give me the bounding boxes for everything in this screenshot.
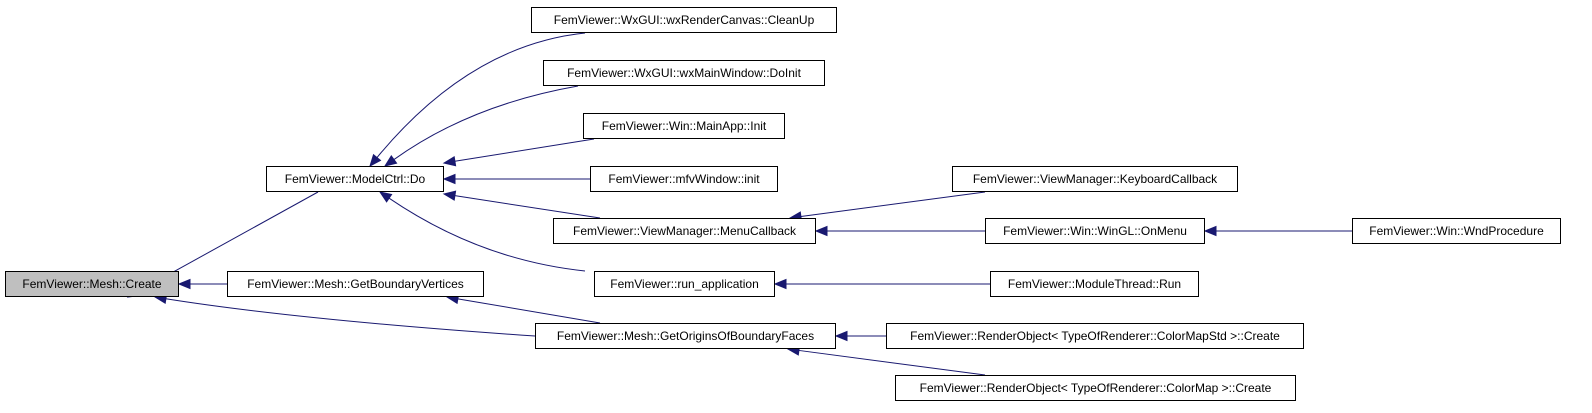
edge-main-app-init-to-model-ctrl-do <box>442 138 595 167</box>
arrow-head-icon <box>773 278 787 290</box>
node-main-window-doinit[interactable]: FemViewer::WxGUI::wxMainWindow::DoInit <box>543 60 825 86</box>
node-get-origins-of-boundary-faces[interactable]: FemViewer::Mesh::GetOriginsOfBoundaryFac… <box>535 323 836 349</box>
edge-line <box>800 191 986 218</box>
edge-wingl-onmenu-to-menu-callback <box>814 225 985 237</box>
node-render-object-colormapstd-create[interactable]: FemViewer::RenderObject< TypeOfRenderer:… <box>886 323 1304 349</box>
node-keyboard-callback[interactable]: FemViewer::ViewManager::KeyboardCallback <box>952 166 1238 192</box>
node-model-ctrl-do[interactable]: FemViewer::ModelCtrl::Do <box>266 166 444 192</box>
arrow-head-icon <box>442 190 457 201</box>
arrow-head-icon <box>378 191 393 203</box>
arrow-head-icon <box>814 225 828 237</box>
edge-module-thread-run-to-run-application <box>773 278 990 290</box>
arrow-head-icon <box>369 153 382 168</box>
node-run-application[interactable]: FemViewer::run_application <box>594 271 775 297</box>
node-wnd-procedure[interactable]: FemViewer::Win::WndProcedure <box>1352 218 1561 244</box>
edge-line <box>454 195 601 219</box>
edge-mfv-window-init-to-model-ctrl-do <box>442 173 590 185</box>
arrow-head-icon <box>177 278 191 290</box>
arrow-head-icon <box>834 330 848 342</box>
edge-render-canvas-cleanup-to-model-ctrl-do <box>369 32 586 168</box>
node-get-boundary-vertices[interactable]: FemViewer::Mesh::GetBoundaryVertices <box>227 271 484 297</box>
arrow-head-icon <box>442 173 456 185</box>
node-mfv-window-init[interactable]: FemViewer::mfvWindow::init <box>590 166 778 192</box>
edge-line <box>165 298 536 337</box>
edge-render-object-colormap-create-to-get-origins-of-boundary-faces <box>786 345 986 376</box>
arrow-head-icon <box>442 155 457 167</box>
edge-line <box>393 85 579 160</box>
edge-keyboard-callback-to-menu-callback <box>788 191 986 222</box>
edge-run-application-to-model-ctrl-do <box>378 191 586 272</box>
node-render-canvas-cleanup[interactable]: FemViewer::WxGUI::wxRenderCanvas::CleanU… <box>531 7 837 33</box>
edge-get-boundary-vertices-to-mesh-create <box>177 278 227 290</box>
edge-line <box>388 197 586 272</box>
edge-line <box>457 298 601 324</box>
arrow-head-icon <box>1203 225 1217 237</box>
node-menu-callback[interactable]: FemViewer::ViewManager::MenuCallback <box>553 218 816 244</box>
edge-get-origins-of-boundary-faces-to-get-boundary-vertices <box>445 293 601 324</box>
edge-wnd-procedure-to-wingl-onmenu <box>1203 225 1352 237</box>
node-render-object-colormap-create[interactable]: FemViewer::RenderObject< TypeOfRenderer:… <box>895 375 1296 401</box>
node-module-thread-run[interactable]: FemViewer::ModuleThread::Run <box>990 271 1199 297</box>
edge-line <box>376 32 586 158</box>
arrow-head-icon <box>383 155 398 167</box>
node-main-app-init[interactable]: FemViewer::Win::MainApp::Init <box>583 113 785 139</box>
node-mesh-create: FemViewer::Mesh::Create <box>5 271 179 297</box>
edge-line <box>798 349 986 376</box>
edge-get-origins-of-boundary-faces-to-mesh-create <box>153 293 536 337</box>
node-wingl-onmenu[interactable]: FemViewer::Win::WinGL::OnMenu <box>985 218 1205 244</box>
edge-render-object-colormapstd-create-to-get-origins-of-boundary-faces <box>834 330 886 342</box>
edge-menu-callback-to-model-ctrl-do <box>442 190 601 219</box>
edge-main-window-doinit-to-model-ctrl-do <box>383 85 579 167</box>
edge-line <box>454 138 595 162</box>
